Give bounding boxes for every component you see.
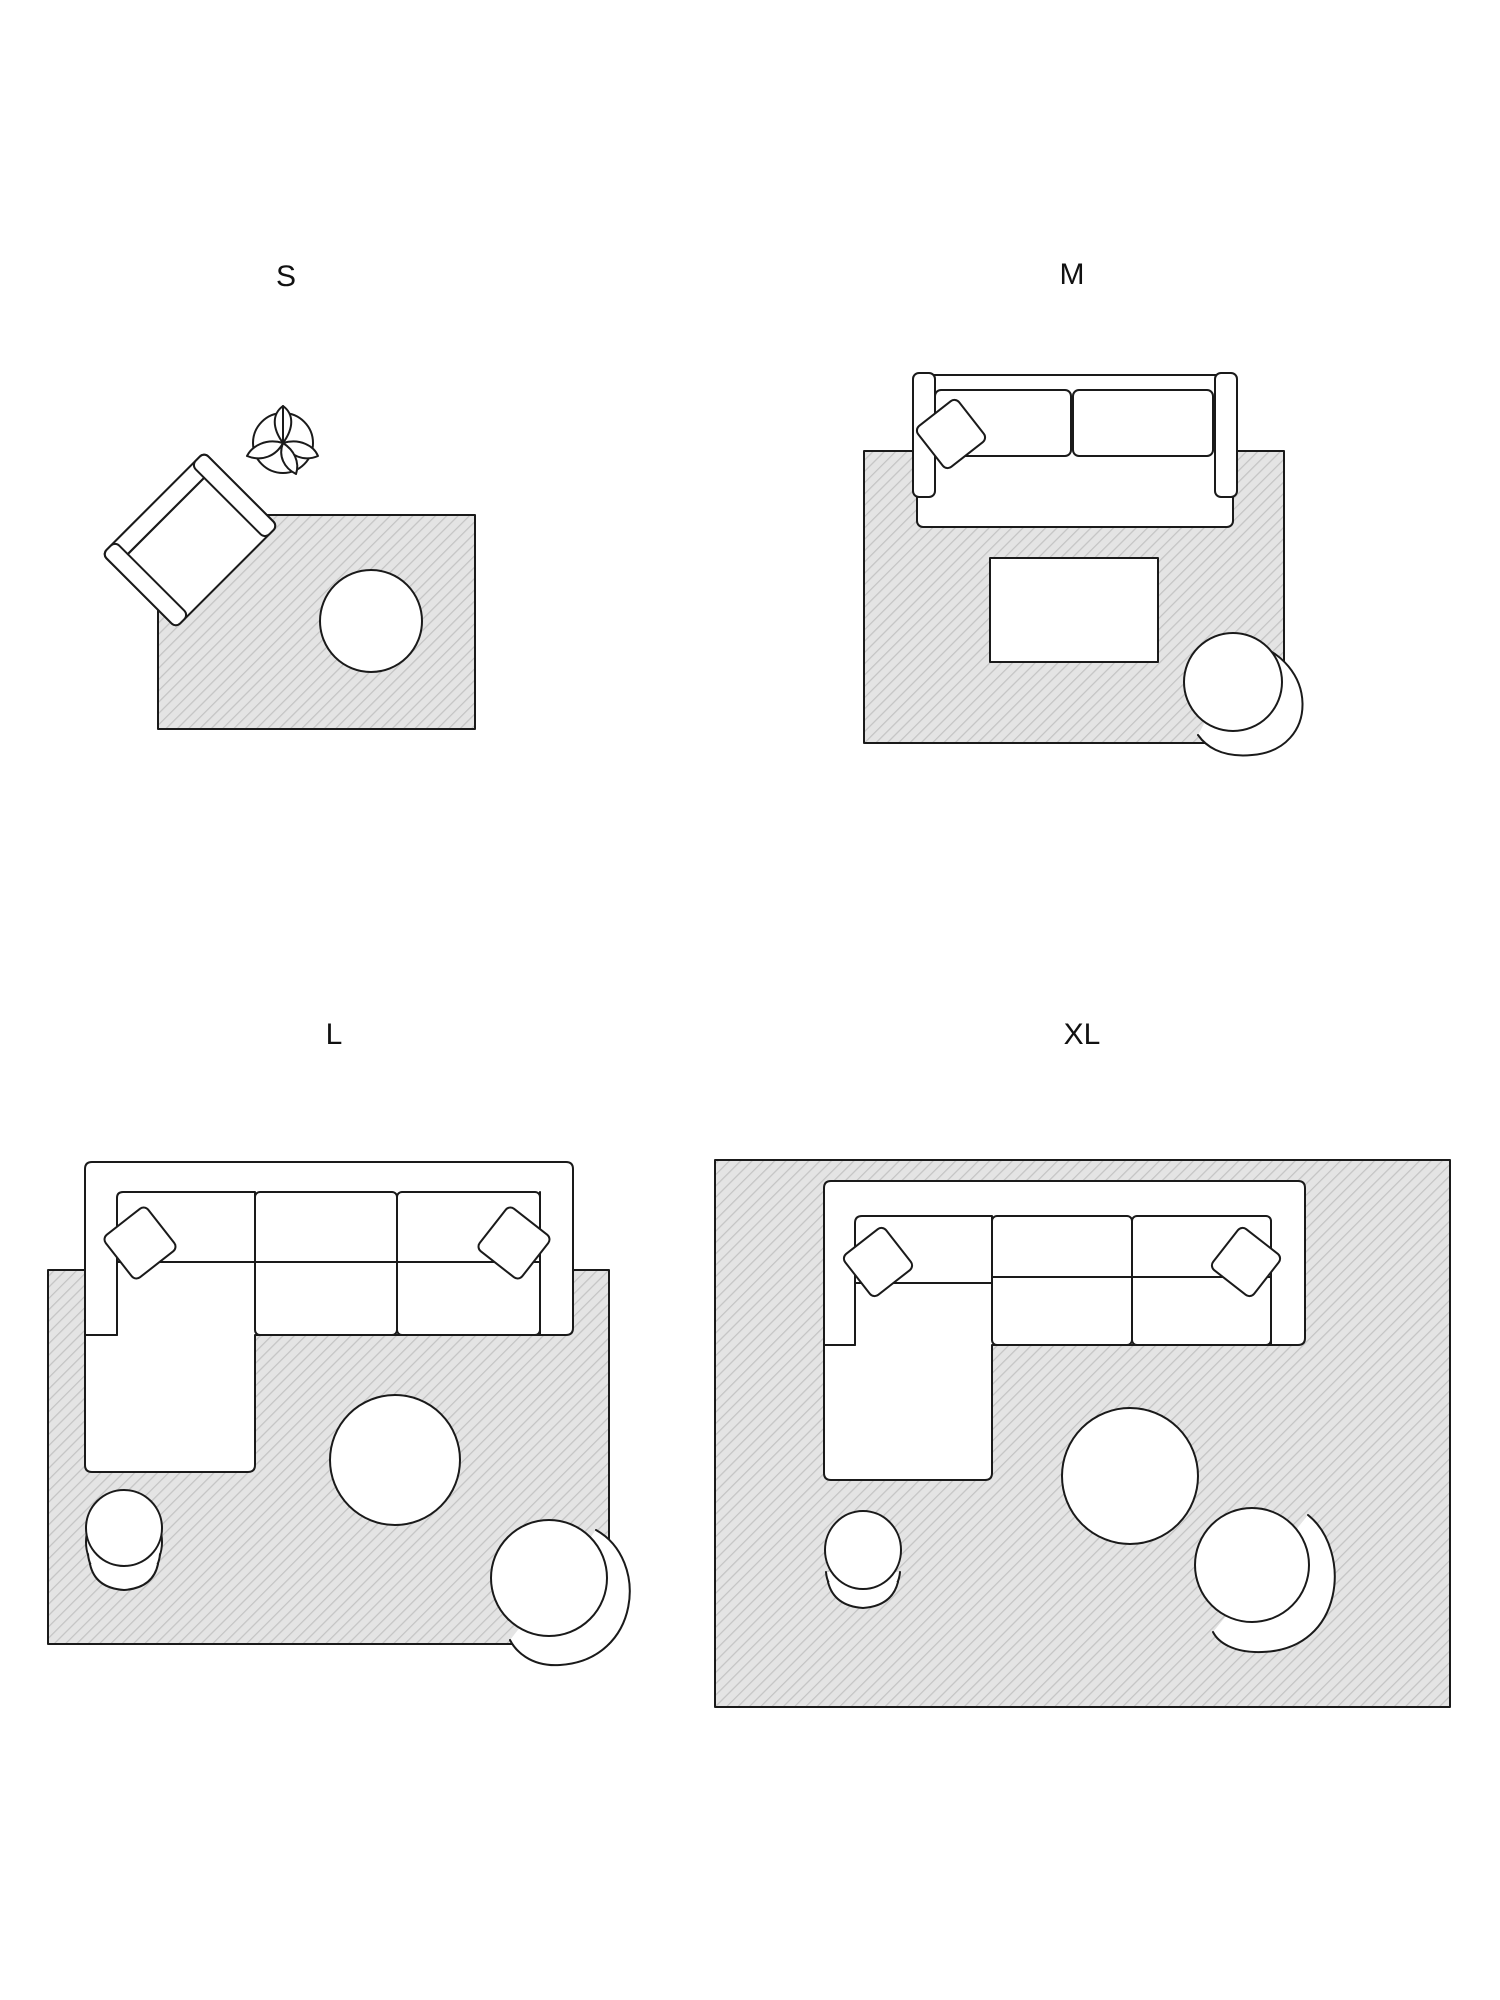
lounge-chair-l [490, 1519, 631, 1667]
round-coffee-table-xl [1061, 1407, 1199, 1545]
size-label-s: S [275, 260, 297, 293]
armchair-s [103, 453, 277, 627]
coffee-table-m [989, 557, 1159, 663]
panel-l [47, 1161, 631, 1667]
size-label-xl: XL [1063, 1018, 1101, 1051]
panel-s [103, 405, 476, 730]
panel-m [863, 372, 1304, 757]
potted-plant-s [246, 405, 319, 475]
lounge-chair-xl [1194, 1507, 1336, 1654]
pouf-l [85, 1489, 163, 1591]
lounge-chair-m [1183, 632, 1304, 757]
size-label-l: L [325, 1018, 343, 1051]
sectional-sofa-l [84, 1161, 574, 1473]
sectional-sofa-xl [823, 1180, 1306, 1481]
round-coffee-table-l [329, 1394, 461, 1526]
pouf-xl [824, 1510, 902, 1609]
size-label-m: M [1059, 258, 1085, 291]
panel-xl [714, 1159, 1451, 1708]
round-coffee-table-s [319, 569, 423, 673]
sofa-m [912, 372, 1238, 528]
